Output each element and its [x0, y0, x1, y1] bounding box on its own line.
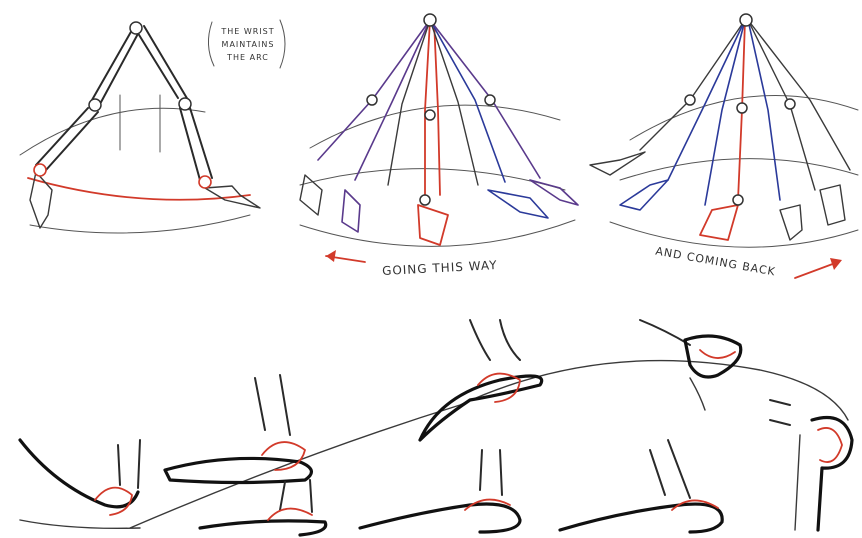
- caption-going: GOING THIS WAY: [326, 250, 498, 278]
- arm-diagram-coming: [590, 14, 858, 247]
- note-bubble: THE WRIST MAINTAINS THE ARC: [208, 20, 285, 68]
- note-line-3: THE ARC: [226, 53, 269, 62]
- arrow-left-head: [326, 250, 336, 262]
- arm-diagram-going: [300, 14, 578, 246]
- note-line-1: THE WRIST: [220, 27, 274, 36]
- foot-sequence: [20, 320, 852, 535]
- lower-arc: [30, 215, 250, 233]
- coming-label: AND COMING BACK: [654, 245, 776, 279]
- note-line-2: MAINTAINS: [222, 40, 275, 49]
- wrist-arc-red: [28, 178, 250, 200]
- going-label: GOING THIS WAY: [382, 258, 498, 278]
- upper-arc: [20, 108, 205, 155]
- shoulder-joint: [130, 22, 142, 34]
- arm-diagram-single: [20, 22, 260, 233]
- arrow-right: [795, 262, 838, 278]
- caption-coming: AND COMING BACK: [654, 245, 842, 279]
